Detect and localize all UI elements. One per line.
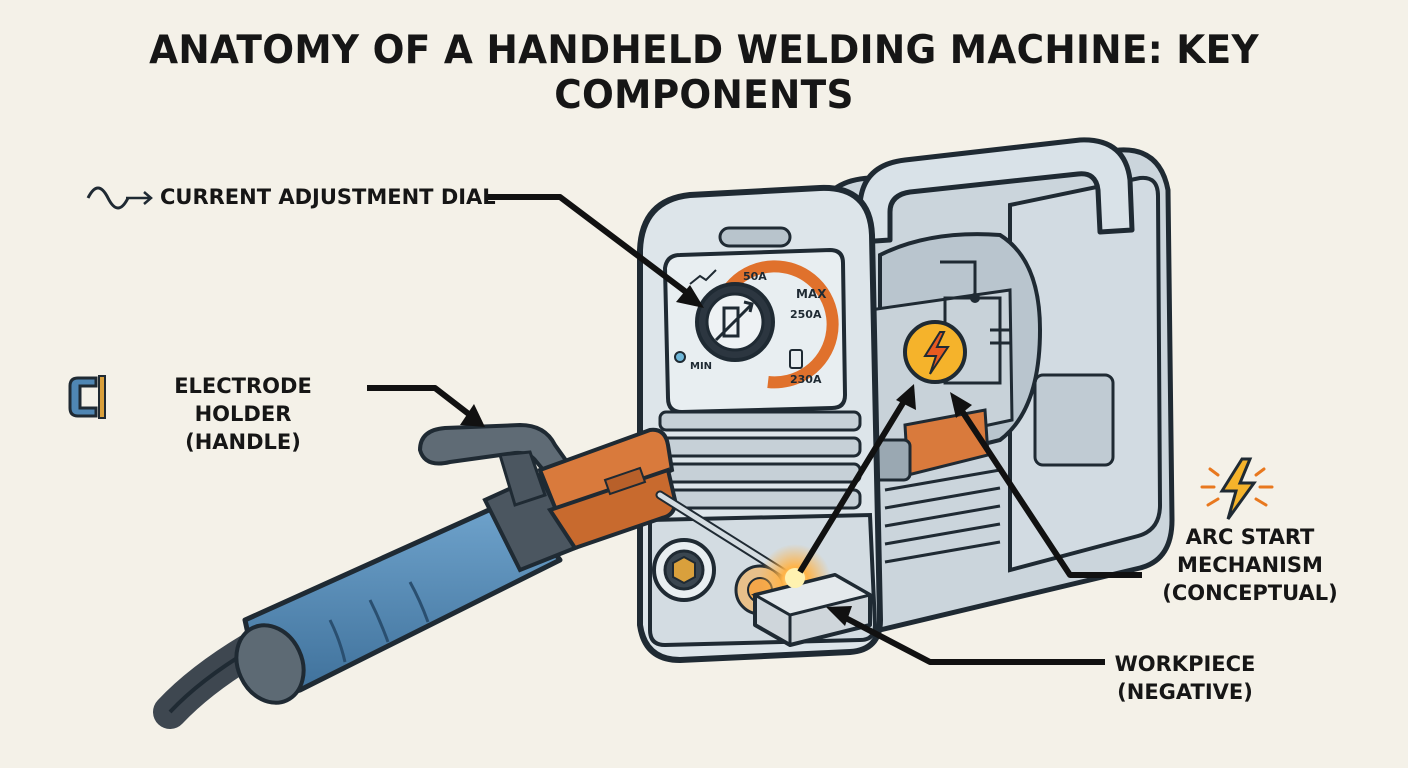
battery-icon <box>789 349 803 369</box>
sine-wave-icon <box>86 186 153 210</box>
current-dial[interactable] <box>674 260 839 389</box>
label-workpiece-line2: (NEGATIVE) <box>1117 680 1253 704</box>
c-clamp-icon <box>68 375 106 419</box>
label-arc-start-line3: (CONCEPTUAL) <box>1162 581 1338 605</box>
label-arc-start-line2: MECHANISM <box>1177 553 1323 577</box>
variable-resistor-icon <box>714 300 754 342</box>
workpiece <box>751 544 874 647</box>
dial-mark-250: 250A <box>790 308 822 321</box>
dial-mark-50: 50A <box>743 270 767 283</box>
label-arc-start-line1: ARC START <box>1185 525 1315 549</box>
label-arc-start-mechanism: ARC START MECHANISM (CONCEPTUAL) <box>1150 523 1350 607</box>
label-current-adjustment-dial: CURRENT ADJUSTMENT DIAL <box>160 185 496 209</box>
label-electrode-holder: ELECTRODE HOLDER (HANDLE) <box>128 372 358 456</box>
label-electrode-holder-line1: ELECTRODE HOLDER <box>174 374 312 426</box>
dial-mark-230: 230A <box>790 373 822 386</box>
lightning-bolt-icon <box>903 320 967 384</box>
arrowheads <box>460 285 972 626</box>
electrode-holder[interactable] <box>153 422 797 729</box>
lightning-sparks-icon <box>1200 457 1274 520</box>
label-workpiece: WORKPIECE (NEGATIVE) <box>1100 650 1270 706</box>
dial-mark-min: MIN <box>690 361 712 372</box>
leader-lines <box>367 194 1142 665</box>
label-electrode-holder-line2: (HANDLE) <box>185 430 301 454</box>
dial-mark-max: MAX <box>796 287 827 301</box>
panel-trend-icon <box>689 269 717 285</box>
page-title: ANATOMY OF A HANDHELD WELDING MACHINE: K… <box>149 28 1259 118</box>
machine-body <box>817 137 1175 633</box>
label-workpiece-line1: WORKPIECE <box>1114 652 1256 676</box>
